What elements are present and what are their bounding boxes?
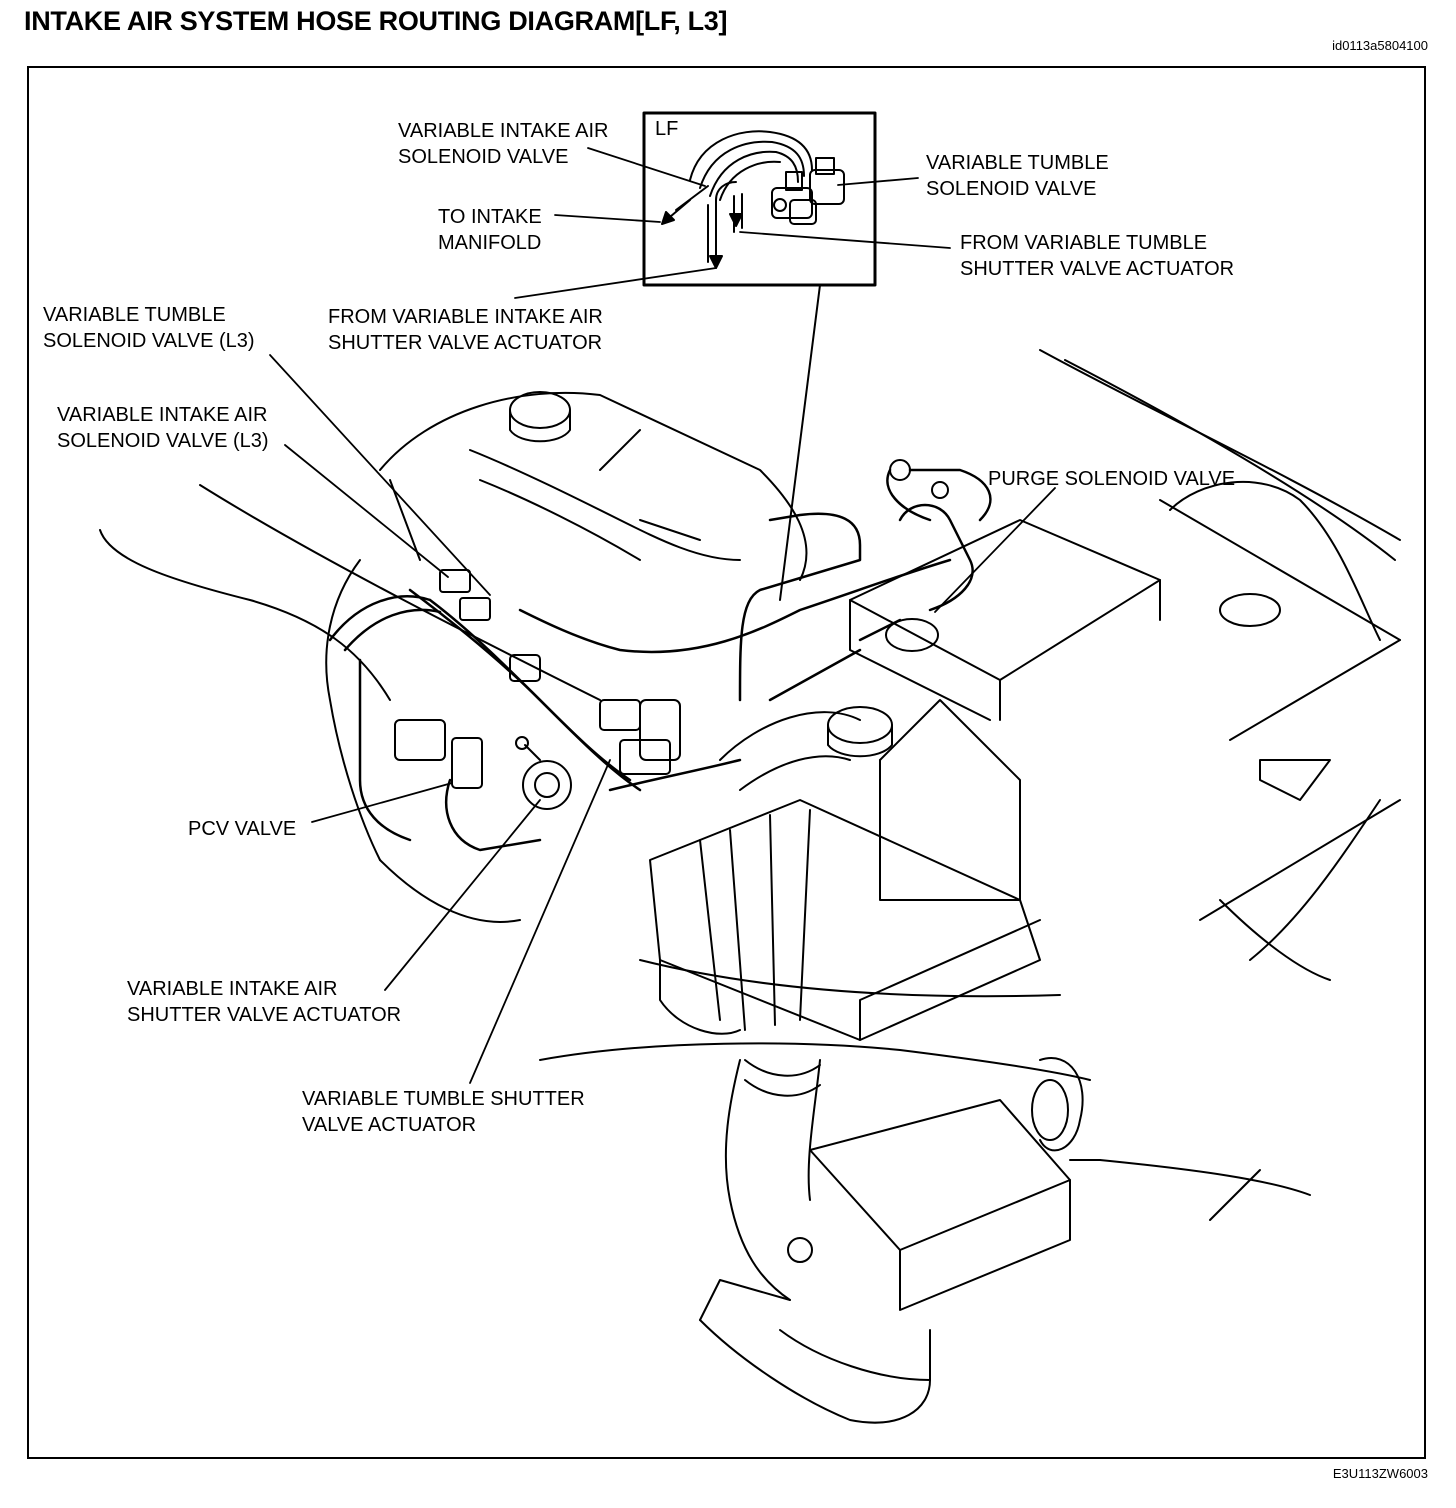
vehicle-body-lines — [1039, 349, 1401, 1221]
vacuum-hose-routing — [328, 468, 992, 852]
inset-solenoid-valves — [661, 130, 845, 269]
document-id: id0113a5804100 — [1332, 38, 1428, 53]
figure-id: E3U113ZW6003 — [1332, 1466, 1428, 1481]
diagram-frame — [27, 66, 1426, 1459]
callout-leader-lines — [269, 147, 1056, 1084]
misc-outline-lines — [199, 484, 1101, 1161]
label-pcv-valve: PCV VALVE — [188, 818, 297, 840]
inset-box — [642, 111, 877, 287]
engine-cover-outline — [99, 391, 808, 923]
page-title: INTAKE AIR SYSTEM HOSE ROUTING DIAGRAM[L… — [24, 6, 728, 36]
air-cleaner-housing — [649, 699, 1041, 1041]
intake-duct-and-resonator — [699, 1057, 1084, 1424]
engine-components — [394, 459, 949, 810]
inset-tag: LF — [655, 118, 679, 140]
label-purge-solenoid-valve: PURGE SOLENOID VALVE — [988, 468, 1236, 490]
